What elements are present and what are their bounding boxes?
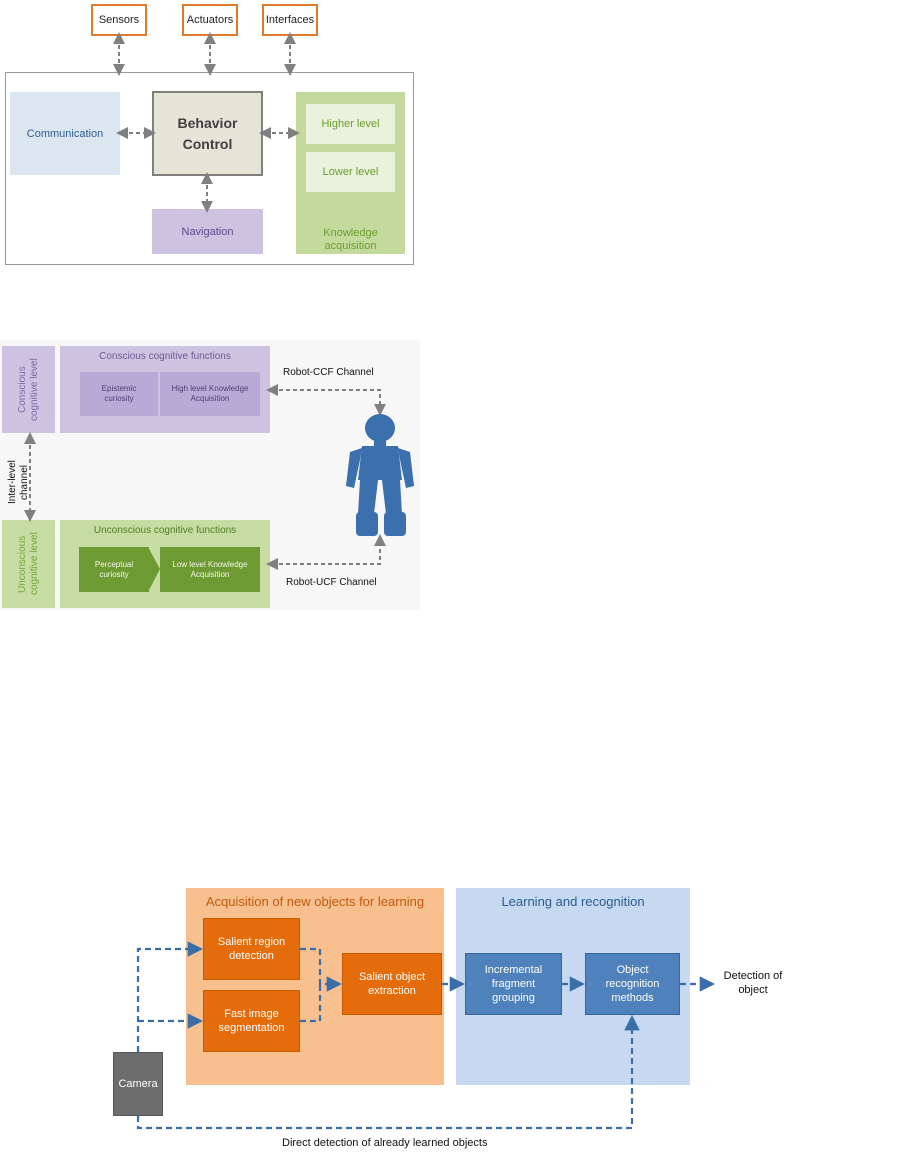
fig3-arrows: [136, 941, 716, 1130]
navigation-box: Navigation: [152, 209, 263, 254]
low-level-ka-box: Low level Knowledge Acquisition: [160, 547, 260, 592]
robot-icon: [346, 414, 414, 536]
high-level-ka-box: High level Knowledge Acquisition: [160, 372, 260, 416]
fig1-arrows: [113, 32, 300, 213]
conscious-level-panel: Conscious cognitive level: [2, 346, 55, 433]
salient-region-box: Salient region detection: [203, 918, 300, 980]
salient-region-label: Salient region detection: [217, 936, 286, 962]
camera-box: Camera: [113, 1052, 163, 1116]
unconscious-functions-title: Unconscious cognitive functions: [93, 524, 237, 536]
direct-detection-label: Direct detection of already learned obje…: [282, 1137, 488, 1149]
perceptual-curiosity-label: Perceptual curiosity: [94, 559, 134, 579]
behavior-control-label: Behavior Control: [177, 114, 238, 152]
robot-ccf-label: Robot-CCF Channel: [283, 367, 374, 378]
conscious-functions-panel: Conscious cognitive functions Epistemic …: [60, 346, 270, 433]
communication-box: Communication: [10, 92, 120, 175]
perceptual-arrow-tip: [148, 547, 160, 592]
figure-cognitive-levels: Conscious cognitive level Conscious cogn…: [0, 340, 420, 610]
learning-title: Learning and recognition: [501, 893, 645, 909]
interfaces-box: Interfaces: [262, 4, 318, 36]
fast-segmentation-box: Fast image segmentation: [203, 990, 300, 1052]
incremental-grouping-label: Incremental fragment grouping: [484, 964, 543, 1004]
interfaces-label: Interfaces: [265, 14, 315, 26]
fast-segmentation-label: Fast image segmentation: [218, 1008, 285, 1034]
lower-level-box: Lower level: [306, 152, 395, 192]
object-recognition-label: Object recognition methods: [605, 964, 660, 1004]
higher-level-box: Higher level: [306, 104, 395, 144]
figure-object-learning: Acquisition of new objects for learning …: [0, 880, 912, 1160]
sensors-label: Sensors: [98, 14, 140, 26]
camera-label: Camera: [118, 1078, 158, 1090]
salient-region-to-extraction-arrow: [300, 947, 343, 992]
camera-to-salient-region-arrow: [136, 941, 204, 1052]
epistemic-curiosity-label: Epistemic curiosity: [101, 384, 137, 403]
low-level-ka-label: Low level Knowledge Acquisition: [172, 559, 248, 579]
sensors-box: Sensors: [91, 4, 147, 36]
navigation-label: Navigation: [181, 225, 234, 238]
actuators-label: Actuators: [186, 14, 234, 26]
communication-label: Communication: [26, 127, 104, 140]
robot-ccf-arrow: [266, 384, 386, 416]
epistemic-curiosity-box: Epistemic curiosity: [80, 372, 158, 416]
direct-detection-arrow: [136, 1014, 640, 1130]
incremental-grouping-box: Incremental fragment grouping: [465, 953, 562, 1015]
perceptual-curiosity-box: Perceptual curiosity: [79, 547, 149, 592]
salient-object-box: Salient object extraction: [342, 953, 442, 1015]
salient-object-label: Salient object extraction: [358, 971, 426, 997]
higher-level-label: Higher level: [321, 118, 380, 130]
figure-architecture: Sensors Actuators Interfaces Communicati…: [0, 0, 420, 270]
behavior-control-box: Behavior Control: [152, 91, 263, 176]
unconscious-level-panel: Unconscious cognitive level: [2, 520, 55, 608]
knowledge-box: Higher level Lower level Knowledge acqui…: [296, 92, 405, 254]
acquisition-title: Acquisition of new objects for learning: [205, 893, 425, 909]
segmentation-to-extraction-arrow: [300, 984, 322, 1023]
fig2-arrows-robot: [24, 384, 414, 570]
robot-ucf-arrow: [266, 534, 386, 570]
detection-of-object-label: Detection of object: [723, 970, 783, 996]
unconscious-functions-panel: Unconscious cognitive functions Perceptu…: [60, 520, 270, 608]
lower-level-label: Lower level: [322, 166, 379, 178]
object-recognition-box: Object recognition methods: [585, 953, 680, 1015]
high-level-ka-label: High level Knowledge Acquisition: [171, 384, 249, 403]
robot-ucf-label: Robot-UCF Channel: [286, 577, 377, 588]
conscious-functions-title: Conscious cognitive functions: [99, 350, 231, 362]
knowledge-acquisition-label: Knowledge acquisition: [323, 227, 378, 252]
